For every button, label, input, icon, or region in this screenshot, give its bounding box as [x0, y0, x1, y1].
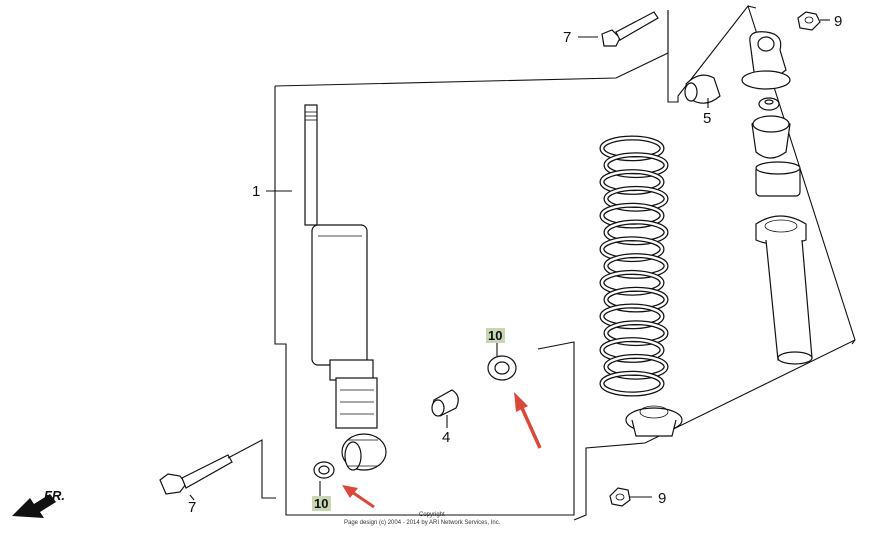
copyright-line-2: Page design (c) 2004 - 2014 by ARI Netwo…: [344, 520, 501, 526]
callout-7-top: 7: [563, 29, 571, 46]
bushing-part-4: [431, 389, 459, 417]
callout-1: 1: [252, 183, 260, 200]
seal-ring-part-mid: [487, 355, 517, 381]
callout-4: 4: [442, 429, 450, 446]
spring-seat-part: [625, 405, 683, 437]
spring-coil-highlight: [604, 254, 668, 278]
callout-10-left[interactable]: 10: [312, 496, 331, 511]
spring-coil-highlight: [600, 371, 664, 396]
highlight-arrow-right: [514, 392, 542, 449]
spring-coil-highlight: [600, 136, 664, 161]
spring-coil-highlight: [604, 220, 668, 245]
callout-7-bottom: 7: [188, 499, 196, 516]
callout-9-top: 9: [834, 13, 842, 30]
upper-mount-part: [741, 31, 813, 365]
front-direction-label: FR.: [44, 488, 65, 503]
spring-coil-highlight: [604, 355, 668, 379]
copyright-line-1: Copyright: [419, 512, 445, 518]
bushing-part-5: [684, 74, 721, 104]
assembly-frame: [274, 4, 856, 521]
spring-coil-highlight: [600, 203, 664, 228]
front-direction-arrow: FR.: [12, 488, 65, 518]
callout-10-mid[interactable]: 10: [486, 328, 505, 343]
shock-absorber-part: [304, 104, 387, 471]
bolt-part-top: [601, 11, 659, 47]
highlight-arrow-left: [342, 485, 375, 509]
callout-10-mid-label: 10: [488, 328, 502, 343]
nut-part-top: [797, 11, 821, 31]
leader-line-7b: [189, 494, 195, 501]
spring-coil-highlight: [600, 304, 664, 329]
spring-coil-highlight: [600, 338, 664, 362]
spring-coil-highlight: [600, 271, 664, 295]
spring-coil-highlight: [600, 237, 664, 261]
callout-9-bottom: 9: [658, 490, 666, 507]
bolt-part-bottom: [159, 454, 233, 495]
coil-spring-part: [599, 135, 669, 397]
spring-coil-highlight: [600, 170, 664, 194]
nut-part-bottom: [609, 487, 631, 507]
spring-coil-highlight: [604, 187, 668, 211]
callout-5: 5: [703, 110, 711, 127]
callout-10-left-label: 10: [314, 496, 328, 511]
seal-ring-part-left: [313, 461, 335, 479]
spring-coil-highlight: [604, 287, 668, 312]
spring-coil-highlight: [604, 153, 668, 177]
spring-coil-highlight: [604, 321, 668, 345]
